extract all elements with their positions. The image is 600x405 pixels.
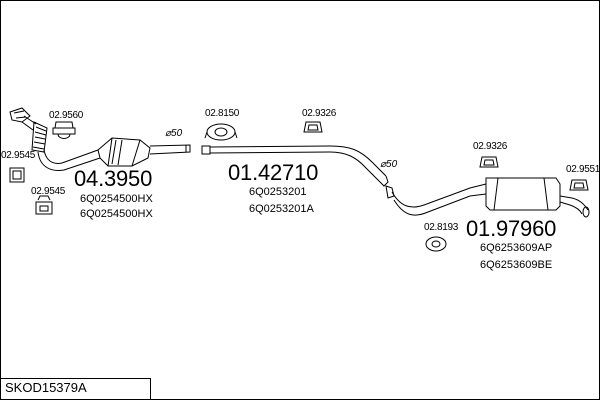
- fitting-label-f1: 02.9560: [49, 110, 84, 121]
- fitting-label-f3: 02.9545: [31, 186, 66, 197]
- rear-pipe-drawing: [385, 177, 590, 218]
- fitting-label-f5: 02.9326: [302, 108, 337, 119]
- hanger-02-9551-drawing: [569, 179, 589, 191]
- fitting-label-f8: 02.8193: [424, 222, 459, 233]
- middle-ref-1: 6Q0253201: [249, 186, 307, 198]
- middle-part-number: 01.42710: [228, 160, 319, 185]
- hanger-02-9545-b-drawing: [35, 195, 53, 215]
- front-ref-1: 6Q0254500HX: [80, 193, 153, 205]
- hanger-02-8193-drawing: [425, 236, 447, 252]
- middle-diameter: ⌀50: [380, 159, 398, 170]
- front-diameter: ⌀50: [165, 128, 183, 139]
- front-pipe-drawing: [9, 107, 191, 171]
- footer-code: SKOD15379A: [5, 380, 87, 395]
- hanger-02-9545-a-drawing: [9, 167, 25, 183]
- fitting-label-f7: 02.9551: [566, 164, 600, 175]
- fitting-label-f2: 02.9545: [1, 150, 36, 161]
- middle-pipe-drawing: [201, 145, 389, 187]
- hanger-02-9326-a-drawing: [303, 121, 323, 133]
- hanger-02-8150-drawing: [204, 123, 238, 141]
- middle-ref-2: 6Q0253201A: [249, 203, 314, 215]
- rear-ref-2: 6Q6253609BE: [480, 259, 553, 271]
- rear-part-number: 01.97960: [466, 216, 557, 241]
- front-part-number: 04.3950: [74, 166, 153, 191]
- hanger-02-9326-b-drawing: [479, 156, 499, 168]
- hanger-02-9560-drawing: [52, 121, 76, 139]
- rear-ref-1: 6Q6253609AP: [480, 242, 553, 254]
- footer-code-box: [0, 378, 151, 400]
- fitting-label-f6: 02.9326: [473, 141, 508, 152]
- front-ref-2: 6Q0254500HX: [80, 208, 153, 220]
- fitting-label-f4: 02.8150: [205, 108, 240, 119]
